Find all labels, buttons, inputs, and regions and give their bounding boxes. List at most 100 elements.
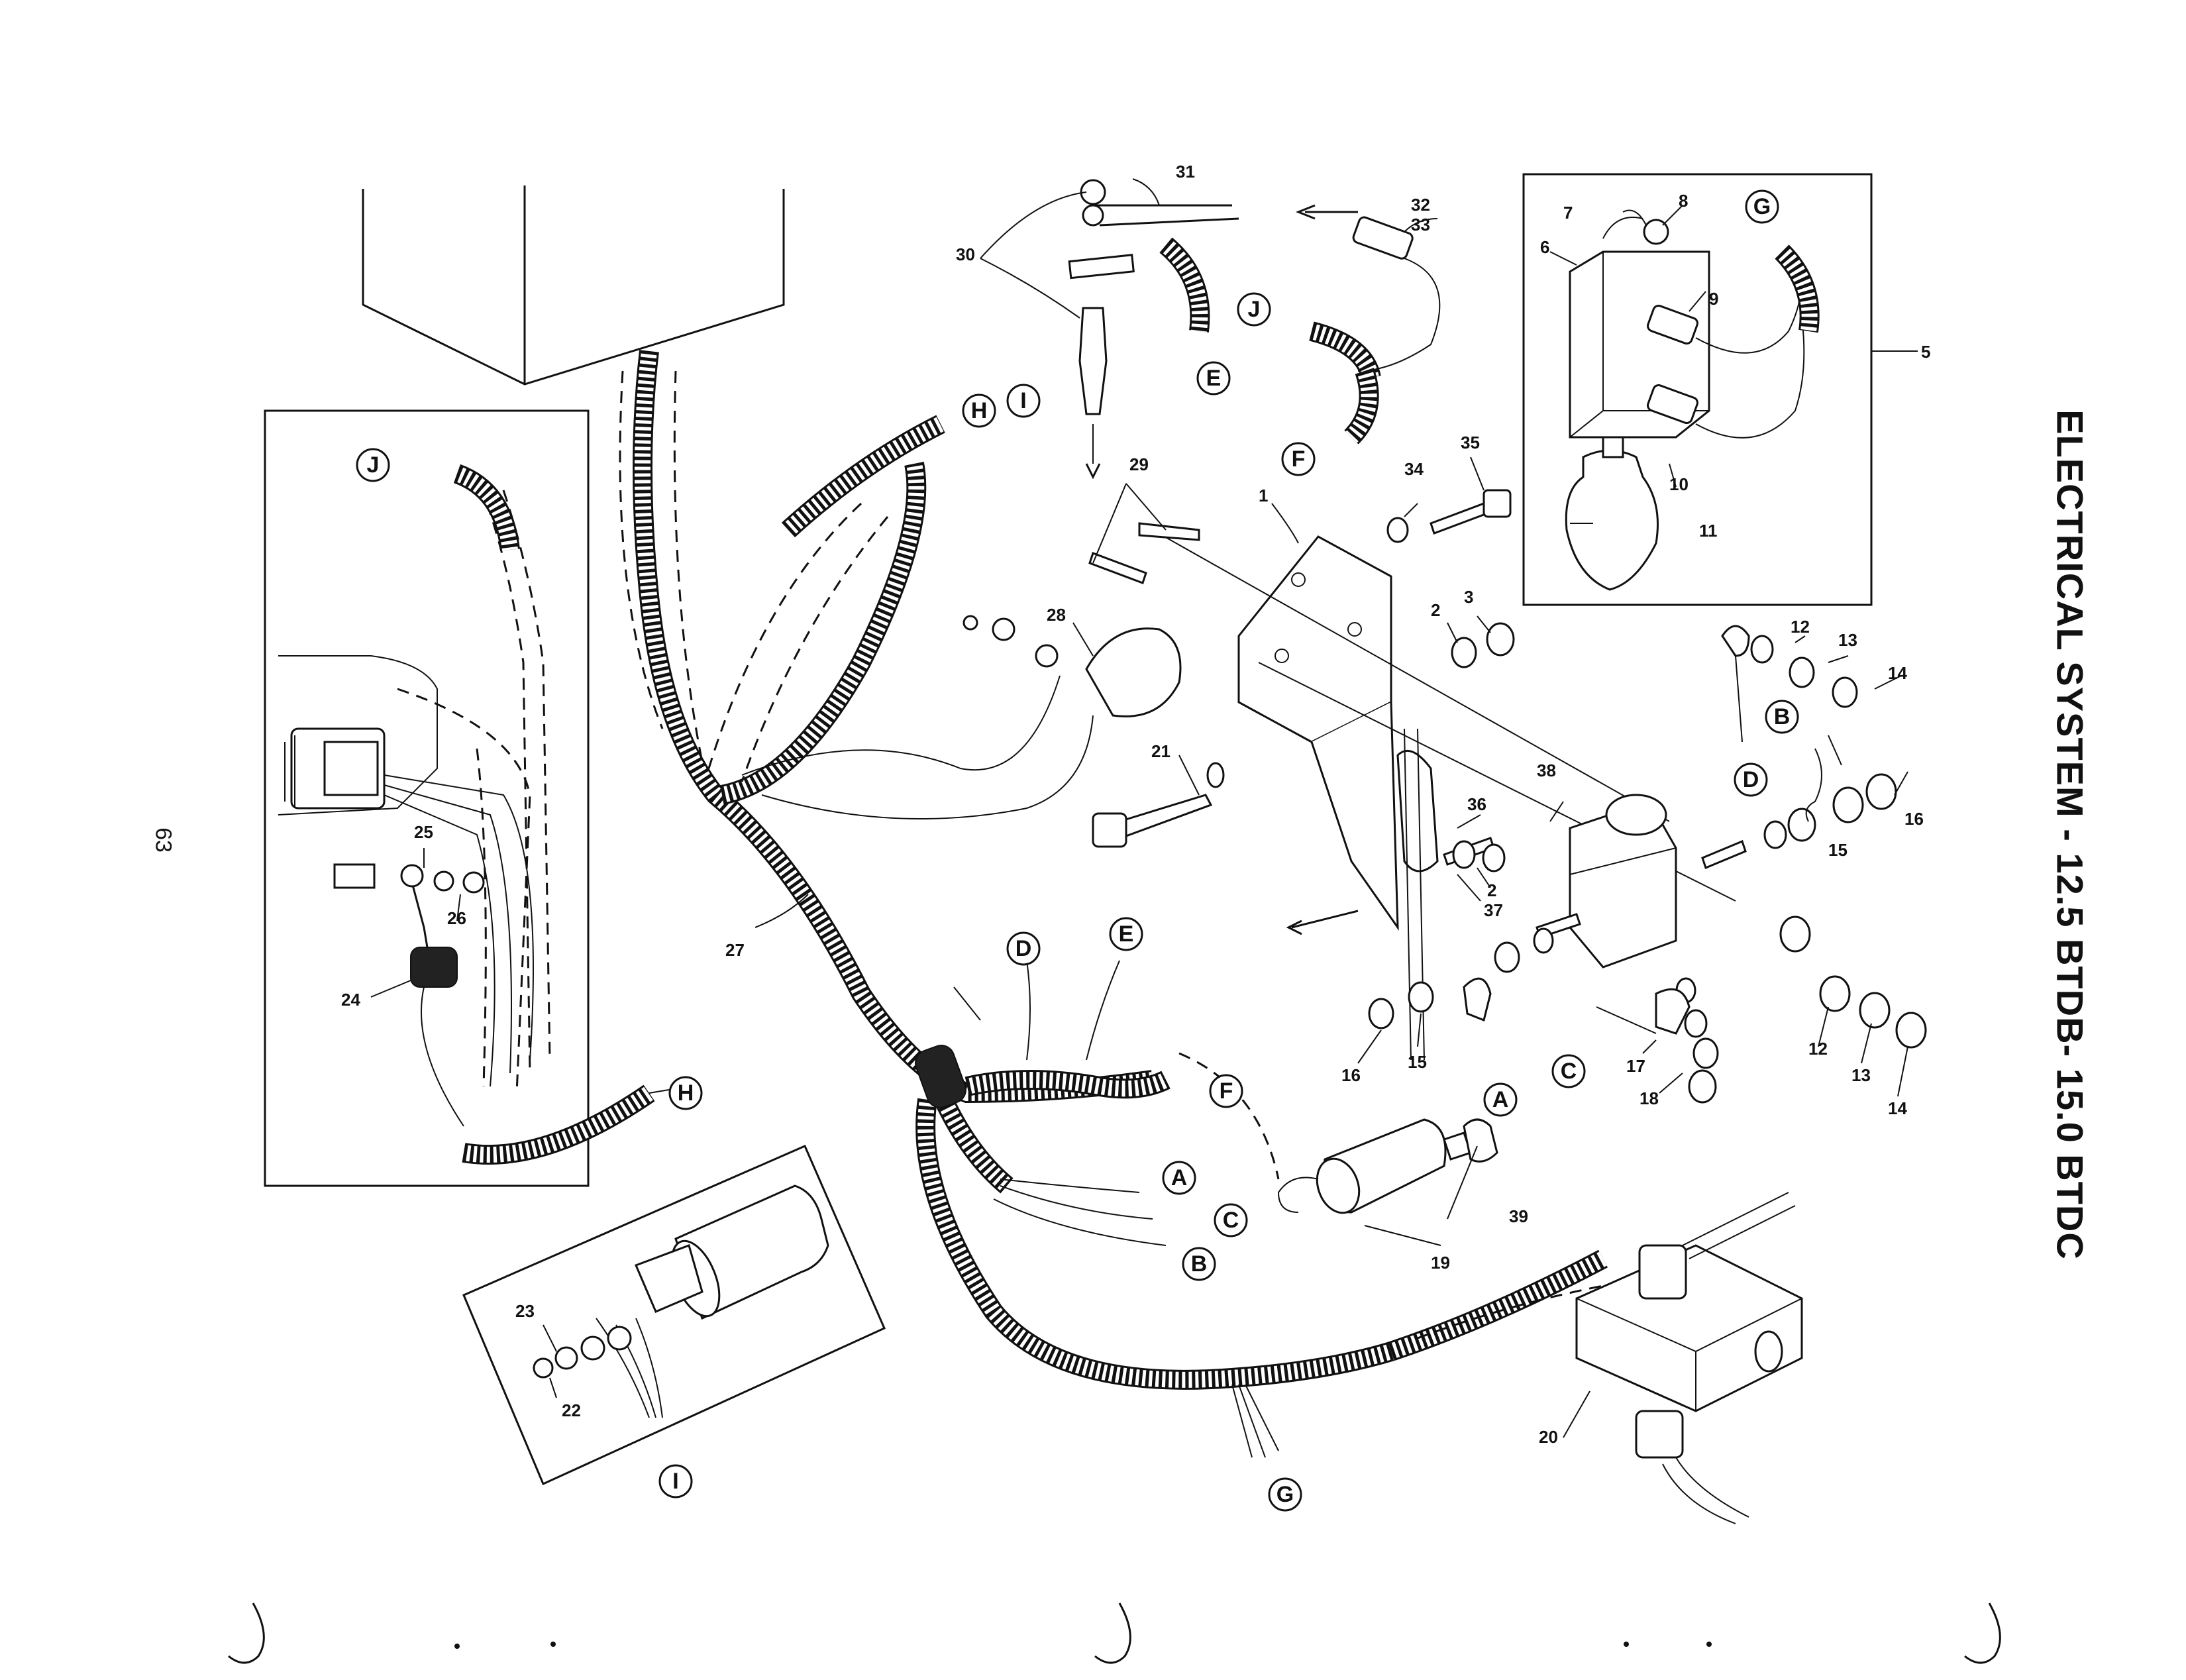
part-number-label: 30 — [956, 244, 975, 264]
part-number-label: 5 — [1921, 342, 1930, 362]
wire-harness — [619, 350, 1749, 1458]
part-number-label: 27 — [725, 940, 745, 960]
inset-right-box — [1522, 173, 1918, 606]
svg-text:C: C — [1223, 1208, 1239, 1233]
part-number-label: 38 — [1537, 761, 1556, 780]
svg-text:A: A — [1171, 1165, 1188, 1190]
bracket — [1152, 529, 1736, 935]
part-number-labels: 1 2 2 3 5 6 7 8 9 10 11 12 12 13 13 14 1… — [341, 162, 1930, 1447]
svg-text:A: A — [1492, 1087, 1509, 1112]
connector-d-1: D — [1734, 762, 1768, 797]
svg-text:H: H — [678, 1080, 694, 1106]
part-number-label: 39 — [1509, 1206, 1528, 1226]
svg-text:J: J — [1248, 297, 1261, 322]
svg-text:G: G — [1753, 194, 1771, 219]
connector-f-1: F — [1281, 442, 1316, 476]
connector-e-2: E — [1109, 917, 1143, 951]
svg-text:J: J — [367, 452, 380, 478]
part-number-label: 10 — [1669, 474, 1689, 494]
part-number-label: 7 — [1563, 203, 1573, 223]
part-number-label: 14 — [1888, 1098, 1907, 1118]
part-number-label: 1 — [1259, 486, 1268, 505]
part-number-label: 32 — [1411, 195, 1430, 215]
part-number-label: 13 — [1851, 1065, 1871, 1085]
svg-text:F: F — [1220, 1078, 1233, 1104]
part-number-label: 17 — [1626, 1056, 1645, 1076]
connector-i-1: I — [1006, 384, 1041, 418]
svg-text:B: B — [1774, 704, 1791, 729]
part-number-label: 22 — [562, 1400, 581, 1420]
part-number-label: 23 — [515, 1301, 535, 1321]
part-number-label: 19 — [1431, 1253, 1450, 1273]
part-28 — [963, 615, 1182, 717]
connector-d-2: D — [1006, 931, 1041, 966]
part-number-label: 6 — [1540, 237, 1549, 257]
clamp-36 — [1396, 728, 1506, 1061]
svg-text:D: D — [1015, 936, 1032, 961]
part-number-label: 26 — [447, 908, 466, 928]
valve-20 — [1575, 1192, 1803, 1524]
svg-text:E: E — [1119, 921, 1134, 947]
svg-text:E: E — [1206, 366, 1222, 391]
connector-g-2: G — [1268, 1477, 1302, 1512]
solenoid — [1535, 773, 1927, 1104]
part-number-label: 12 — [1808, 1039, 1828, 1059]
connector-h-2: H — [668, 1076, 703, 1110]
connector-f-2: F — [1209, 1074, 1243, 1108]
svg-text:F: F — [1292, 446, 1306, 472]
part-number-label: 37 — [1484, 900, 1503, 920]
terminal-17-18 — [1596, 988, 1691, 1035]
part-number-label: 14 — [1888, 663, 1907, 683]
svg-text:D: D — [1743, 767, 1759, 792]
page-title: ELECTRICAL SYSTEM - 12.5 BTDB- 15.0 BTDC — [2049, 409, 2091, 1260]
connector-g-1: G — [1745, 189, 1779, 224]
sensor-32-33 — [1295, 204, 1441, 445]
svg-text:H: H — [971, 398, 988, 423]
leader-lines — [370, 178, 1908, 1438]
part-number-label: 15 — [1408, 1052, 1427, 1072]
connector-j-1: J — [1237, 292, 1271, 327]
condenser-19 — [1277, 1118, 1498, 1214]
part-number-label: 16 — [1904, 809, 1924, 829]
connector-c-2: C — [1214, 1203, 1248, 1237]
part-number-label: 35 — [1461, 433, 1480, 452]
connector-i-2: I — [658, 1464, 693, 1498]
svg-text:B: B — [1191, 1251, 1208, 1277]
tank-housing — [362, 185, 785, 386]
part-number-label: 2 — [1431, 600, 1440, 620]
connector-j-2: J — [356, 448, 390, 482]
svg-text:I: I — [672, 1469, 678, 1494]
spark-plug-assembly — [1068, 179, 1239, 480]
part-number-label: 16 — [1341, 1065, 1361, 1085]
connector-a-2: A — [1162, 1161, 1196, 1195]
part-number-label: 9 — [1709, 289, 1718, 309]
part-number-label: 24 — [341, 990, 360, 1010]
inset-left-box — [264, 409, 670, 1187]
svg-text:C: C — [1561, 1059, 1577, 1084]
connector-h-1: H — [962, 394, 996, 428]
part-number-label: 25 — [414, 822, 433, 842]
bolts-29 — [1088, 522, 1200, 584]
inset-fuel-pump-box — [462, 1145, 886, 1486]
part-number-label: 13 — [1838, 630, 1857, 650]
connector-labels: A A B B C C D D E E F F G G H H I I J J — [356, 189, 1799, 1512]
connector-b-1: B — [1765, 700, 1799, 734]
part-number-label: 11 — [1699, 521, 1718, 541]
part-number-label: 34 — [1404, 459, 1424, 479]
bolt-21 — [1092, 762, 1225, 848]
svg-text:I: I — [1020, 388, 1026, 413]
part-number-label: 3 — [1464, 587, 1473, 607]
terminals-d-b — [1721, 625, 1858, 822]
part-number-label: 8 — [1679, 191, 1688, 211]
page-number: 63 — [150, 827, 176, 853]
part-number-label: 33 — [1411, 215, 1430, 235]
part-number-label: 31 — [1176, 162, 1195, 182]
connector-c-1: C — [1551, 1054, 1586, 1088]
svg-text:G: G — [1276, 1482, 1294, 1507]
part-number-label: 20 — [1539, 1427, 1558, 1447]
part-number-label: 15 — [1828, 840, 1848, 860]
terminals-15-16 — [1368, 927, 1554, 1029]
part-number-label: 36 — [1467, 794, 1486, 814]
part-number-label: 21 — [1151, 741, 1171, 761]
